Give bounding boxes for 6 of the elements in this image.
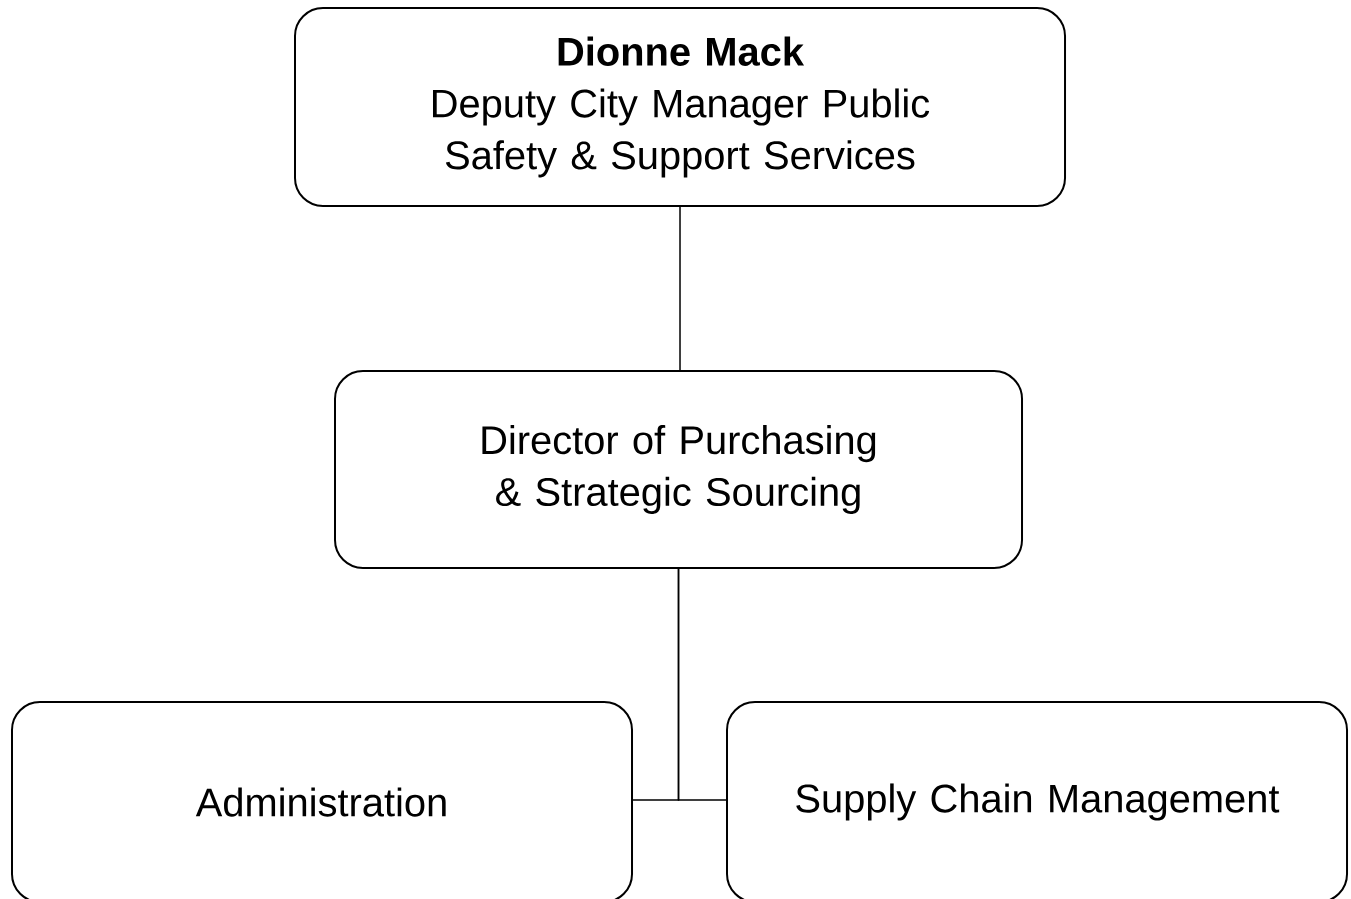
org-box: Director of Purchasing & Strategic Sourcing [334,370,1023,569]
connector-line [677,568,727,801]
org-box: Administration [11,701,633,899]
org-box: Supply Chain Management [726,701,1348,899]
connector-line [679,206,681,371]
org-box: Dionne Mack Deputy City Manager Public Safety & Support Services [294,7,1066,207]
